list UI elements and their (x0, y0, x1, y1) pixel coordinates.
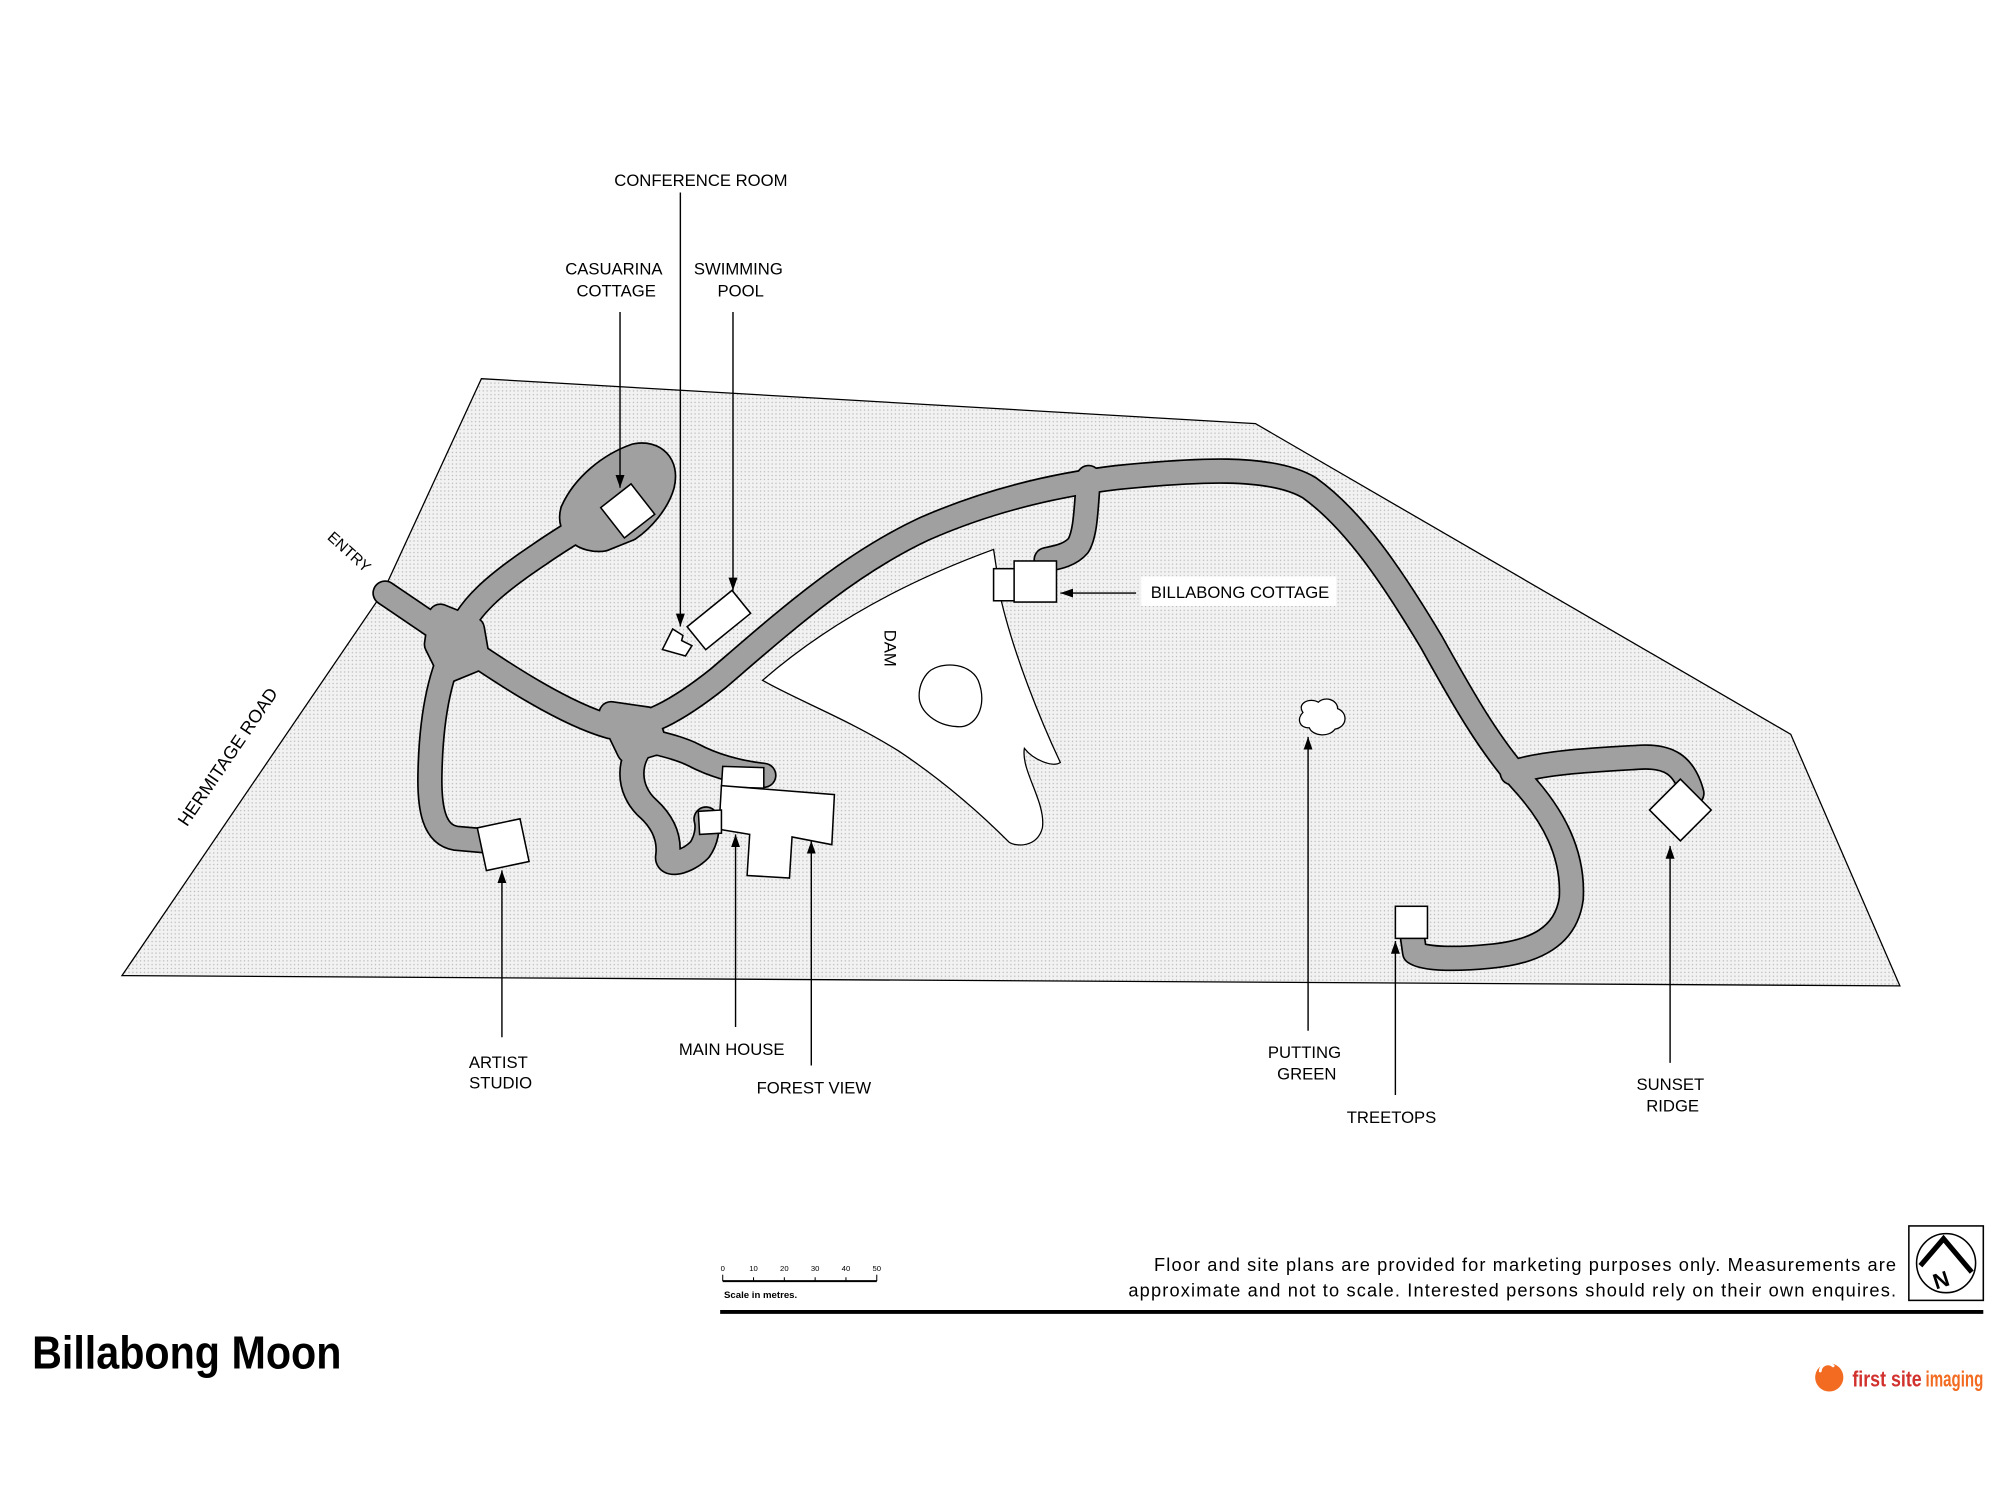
building-casuarina-cottage (599, 482, 656, 540)
building-billabong-cottage-annex (992, 567, 1018, 602)
north-arrow-icon: N (1908, 1225, 1985, 1302)
building-swimming-pool (686, 589, 752, 651)
logo-text-primary: first site (1852, 1366, 1921, 1391)
label-billabong-cottage: BILLABONG COTTAGE (1151, 583, 1330, 602)
label-sunset-ridge: SUNSET RIDGE (1637, 1075, 1709, 1116)
disclaimer-line-1: Floor and site plans are provided for ma… (1154, 1255, 1896, 1275)
building-conference-room (661, 627, 694, 657)
putting-green (1298, 698, 1346, 736)
scale-caption: Scale in metres. (724, 1290, 798, 1301)
label-artist-studio: ARTIST STUDIO (469, 1053, 533, 1093)
junction-entry (436, 616, 477, 670)
label-casuarina-cottage: CASUARINA COTTAGE (565, 260, 667, 301)
label-conference-room: CONFERENCE ROOM (614, 171, 787, 190)
scale-tick-label: 50 (872, 1264, 881, 1273)
label-treetops: TREETOPS (1347, 1108, 1437, 1127)
label-entry: ENTRY (324, 529, 374, 576)
building-main-house-wing (697, 809, 723, 836)
scale-tick-label: 30 (811, 1264, 820, 1273)
building-treetops (1394, 905, 1429, 940)
junction-main-house (611, 714, 655, 751)
label-swimming-pool: SWIMMING POOL (694, 260, 788, 301)
page-title: Billabong Moon (32, 1326, 341, 1378)
north-letter: N (1930, 1266, 1953, 1295)
logo-icon (1815, 1363, 1844, 1392)
scale-tick-label: 10 (749, 1264, 758, 1273)
scale-bar: 0 10 20 30 40 50 Scale in metres. (721, 1264, 881, 1301)
logo: first site imaging (1815, 1362, 1984, 1392)
building-carport (720, 765, 765, 789)
building-sunset-ridge (1648, 778, 1713, 842)
dam (761, 548, 1062, 846)
building-artist-studio (476, 817, 531, 872)
scale-tick-label: 0 (721, 1264, 725, 1273)
label-putting-green: PUTTING GREEN (1268, 1043, 1346, 1084)
logo-text-accent: imaging (1926, 1366, 1984, 1391)
scale-tick-label: 40 (842, 1264, 851, 1273)
building-billabong-cottage (1013, 560, 1058, 603)
label-dam: DAM (880, 630, 899, 667)
label-billabong-cottage-background (1141, 576, 1337, 606)
label-main-house: MAIN HOUSE (679, 1040, 785, 1059)
leader-lines (497, 192, 1675, 1095)
disclaimer-line-2: approximate and not to scale. Interested… (1128, 1281, 1896, 1301)
building-main-house (718, 784, 836, 879)
scale-tick-label: 20 (780, 1264, 789, 1273)
dam-island (918, 664, 983, 728)
label-forest-view: FOREST VIEW (757, 1079, 872, 1098)
